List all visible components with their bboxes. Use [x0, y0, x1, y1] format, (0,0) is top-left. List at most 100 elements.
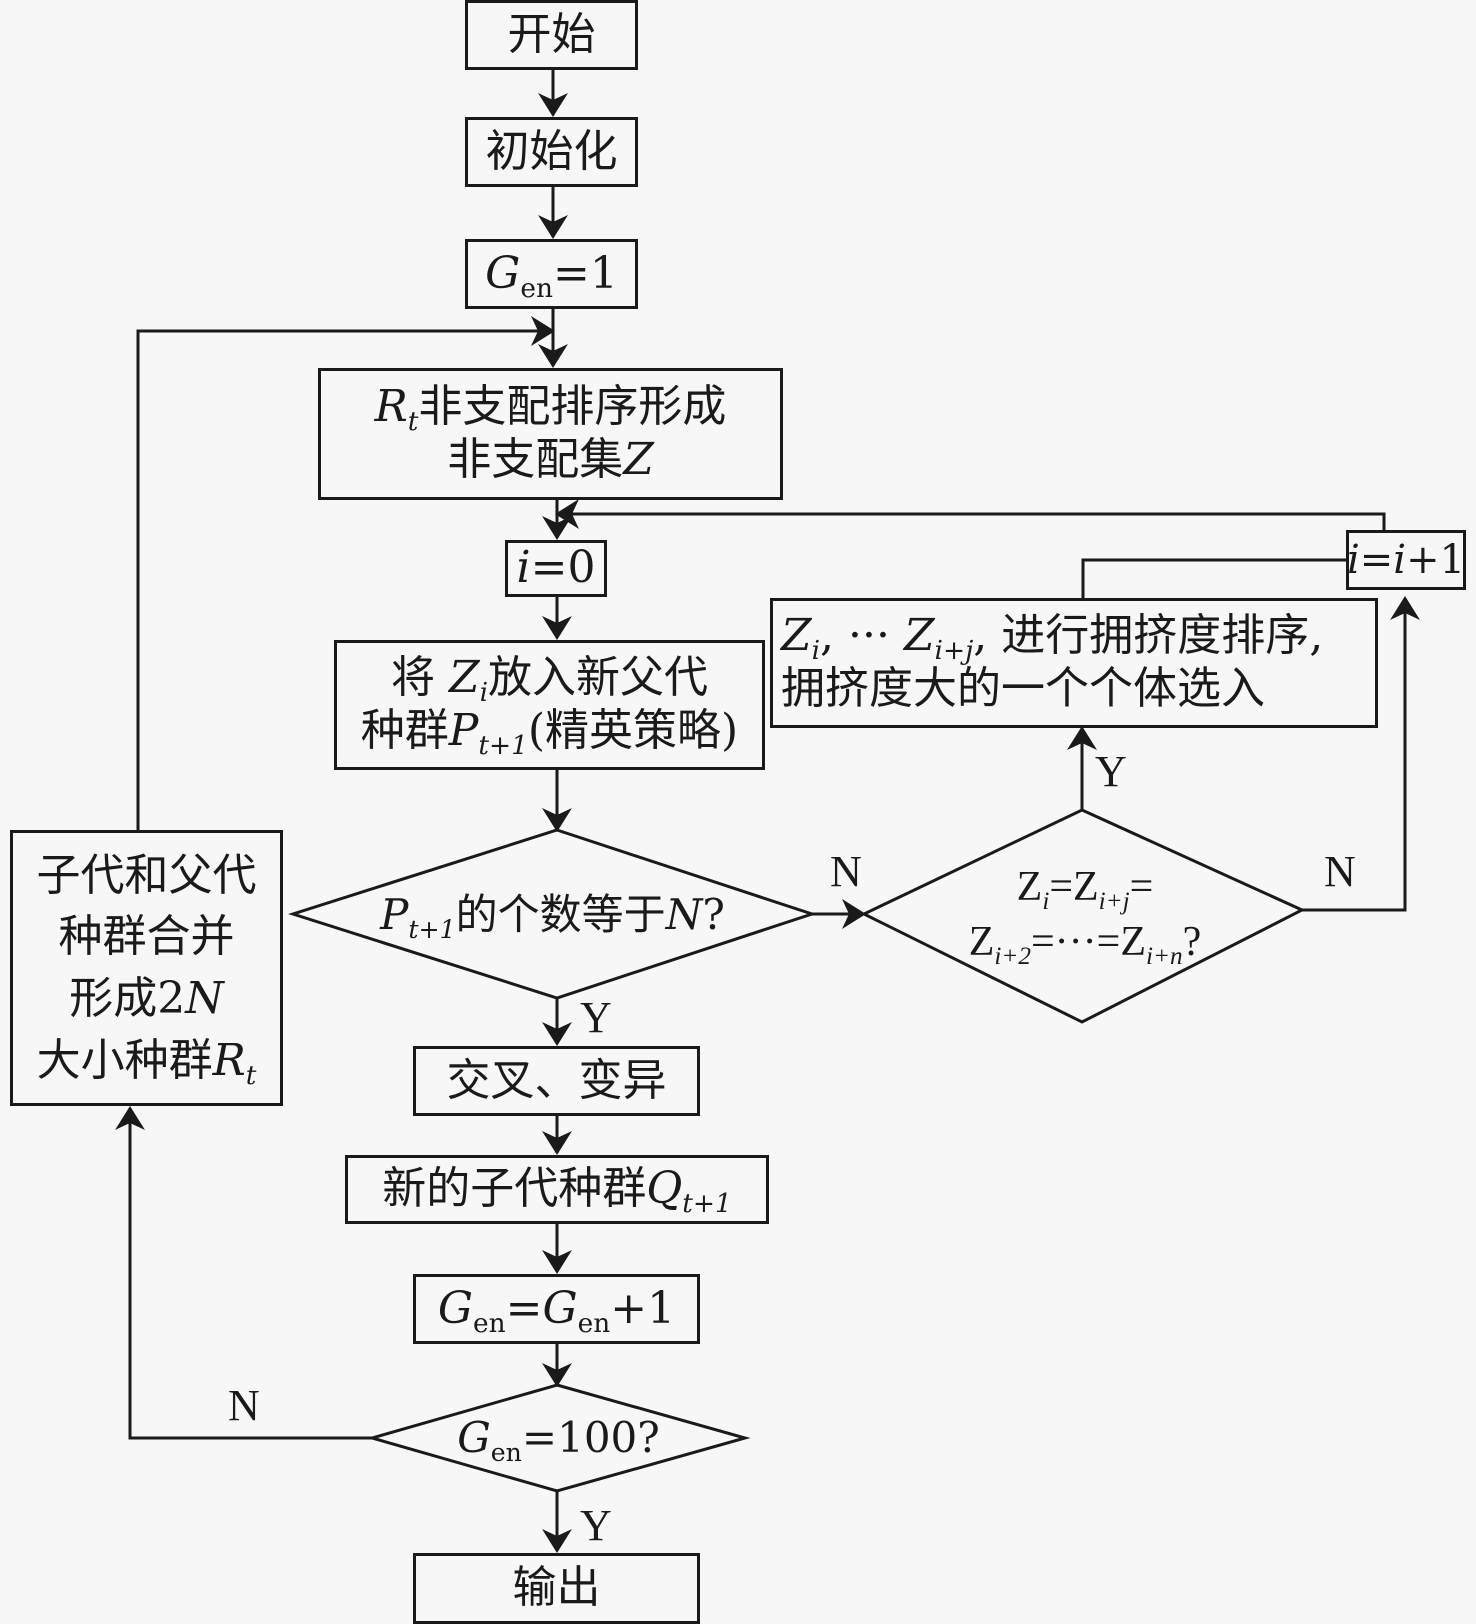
- node-cross: 交叉、变异: [413, 1046, 700, 1116]
- text-z: Z: [968, 919, 995, 965]
- node-init-label: 初始化: [485, 125, 618, 177]
- sub-i: i: [811, 635, 821, 667]
- text-pre: 新的子代种群: [382, 1163, 647, 1215]
- node-merge: 子代和父代 种群合并 形成2N 大小种群Rt: [10, 830, 283, 1106]
- text-question: ?: [1182, 919, 1202, 965]
- decision-check-gen-shape: [366, 1383, 751, 1493]
- var-n: N: [185, 973, 224, 1024]
- var-p: P: [448, 705, 479, 756]
- text-z: Z: [1016, 864, 1043, 911]
- sub-ij: i+j: [1098, 888, 1130, 916]
- sub-en: en: [473, 1307, 506, 1339]
- text-pre: 非支配集: [447, 434, 624, 485]
- edge-merge-sort: [136, 316, 555, 830]
- decision-check-n-shape: [288, 828, 817, 1000]
- sub-i2: i+2: [994, 942, 1031, 970]
- edge-checkeq-iinc: [1302, 596, 1420, 912]
- text-rest: +1: [1406, 537, 1466, 583]
- edge-crowd-iinc: [1081, 558, 1346, 598]
- sub-en: en: [490, 1437, 522, 1467]
- decision-check-gen: Gen=100?: [372, 1405, 745, 1471]
- var-g: G: [457, 1412, 491, 1462]
- var-q: Q: [646, 1163, 683, 1215]
- text-rest: =0: [530, 542, 596, 594]
- label-check-gen-yes: Y: [580, 1501, 612, 1550]
- sub-i: i: [1042, 888, 1050, 916]
- sub-ij: i+j: [934, 635, 974, 667]
- sub-en2: en: [577, 1307, 611, 1339]
- sub-t1: t+1: [478, 730, 528, 762]
- decision-check-n: Pt+1的个数等于N?: [293, 880, 812, 950]
- text-question: ?: [702, 889, 725, 939]
- text-eq: =: [505, 1282, 543, 1334]
- sub-in: i+n: [1146, 942, 1183, 970]
- node-i-inc-label: i=i+1: [1347, 536, 1465, 584]
- node-merge-line2: 种群合并: [58, 911, 235, 963]
- text-pre: 形成2: [69, 973, 186, 1024]
- decision-check-eq-line2: Zi+2=···=Zi+n?: [969, 915, 1202, 970]
- node-merge-line3: 形成2N: [69, 968, 224, 1030]
- node-output: 输出: [413, 1553, 700, 1624]
- node-offspring-label: 新的子代种群Qt+1: [382, 1163, 732, 1220]
- text-rest: =1: [552, 247, 618, 299]
- label-check-eq-yes: Y: [1095, 747, 1127, 796]
- var-i2: i: [1393, 537, 1407, 583]
- edge-iinc-izero: [555, 499, 1386, 530]
- decision-check-eq-shape: [860, 808, 1306, 1024]
- label-check-n-no: N: [830, 847, 862, 896]
- var-z2: Z: [903, 610, 935, 662]
- node-i-zero-label: i=0: [517, 542, 596, 595]
- text-rest: 的个数等于: [455, 889, 666, 939]
- var-r: R: [212, 1034, 246, 1086]
- node-i-inc: i=i+1: [1346, 530, 1466, 590]
- node-gen-init-label: Gen=1: [485, 247, 618, 304]
- text-pre: 将: [390, 652, 449, 704]
- text-mid: =Z: [1049, 864, 1099, 911]
- var-i: i: [516, 542, 531, 594]
- node-cross-label: 交叉、变异: [446, 1054, 667, 1106]
- decision-check-n-label: Pt+1的个数等于N?: [380, 888, 725, 943]
- node-put-line1: 将 Zi放入新父代: [390, 652, 709, 709]
- sub-t: t: [407, 406, 419, 438]
- node-gen-inc-label: Gen=Gen+1: [437, 1282, 676, 1339]
- sub-t1: t+1: [682, 1188, 732, 1220]
- var-r: R: [374, 381, 408, 433]
- text-end: =: [1129, 864, 1154, 911]
- text-rest: 非支配排序形成: [418, 381, 727, 433]
- decision-check-eq-line1: Zi=Zi+j=: [1017, 860, 1154, 915]
- text-rest: 放入新父代: [488, 652, 709, 704]
- sub-t: t: [245, 1059, 257, 1091]
- text-rest: +1: [610, 1282, 676, 1334]
- node-put: 将 Zi放入新父代 种群Pt+1(精英策略): [334, 640, 765, 770]
- var-p: P: [380, 889, 409, 939]
- sub-i: i: [479, 677, 489, 709]
- node-sort: Rt非支配排序形成 非支配集Z: [318, 368, 783, 500]
- text-rest: =100?: [521, 1412, 660, 1462]
- node-merge-line4: 大小种群Rt: [37, 1030, 257, 1092]
- node-gen-inc: Gen=Gen+1: [413, 1274, 700, 1344]
- node-init: 初始化: [465, 117, 638, 187]
- var-g: G: [437, 1282, 473, 1334]
- var-z: Z: [781, 610, 812, 662]
- var-i: i: [1346, 537, 1360, 583]
- var-z: Z: [623, 434, 654, 485]
- node-crowd-line2: 拥挤度大的一个个体选入: [781, 663, 1265, 714]
- var-g: G: [485, 247, 521, 299]
- decision-check-eq: Zi=Zi+j= Zi+2=···=Zi+n?: [900, 850, 1270, 980]
- var-n: N: [665, 889, 703, 939]
- node-crowd-line1: Zi, ··· Zi+j, 进行拥挤度排序,: [781, 610, 1323, 667]
- var-g2: G: [542, 1282, 578, 1334]
- node-gen-init: Gen=1: [465, 239, 638, 309]
- var-z: Z: [448, 652, 480, 704]
- node-start: 开始: [465, 0, 638, 70]
- sub-en: en: [520, 272, 553, 304]
- text-rest: (精英策略): [527, 705, 739, 756]
- node-i-zero: i=0: [505, 540, 607, 597]
- text-pre: 种群: [360, 705, 449, 756]
- text-eq: =: [1359, 537, 1394, 583]
- node-output-label: 输出: [512, 1562, 601, 1614]
- text-mid: =···=Z: [1031, 919, 1146, 965]
- text-pre: 大小种群: [36, 1034, 213, 1086]
